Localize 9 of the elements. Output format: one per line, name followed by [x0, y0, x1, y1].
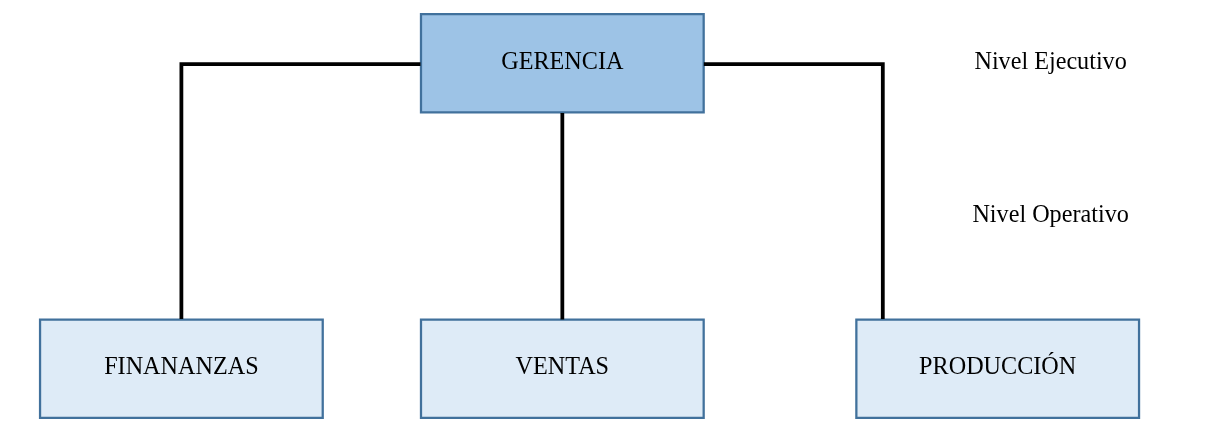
label: Nivel Operativo	[972, 199, 1129, 227]
node-box: GERENCIA	[419, 13, 705, 114]
node-box: PRODUCCIÓN	[855, 318, 1141, 419]
connector	[703, 62, 885, 320]
connector	[560, 113, 565, 320]
label: Nivel Ejecutivo	[974, 47, 1127, 75]
node-box: FINANANZAS	[38, 318, 324, 419]
connector	[179, 62, 421, 320]
node-box: VENTAS	[419, 318, 705, 419]
